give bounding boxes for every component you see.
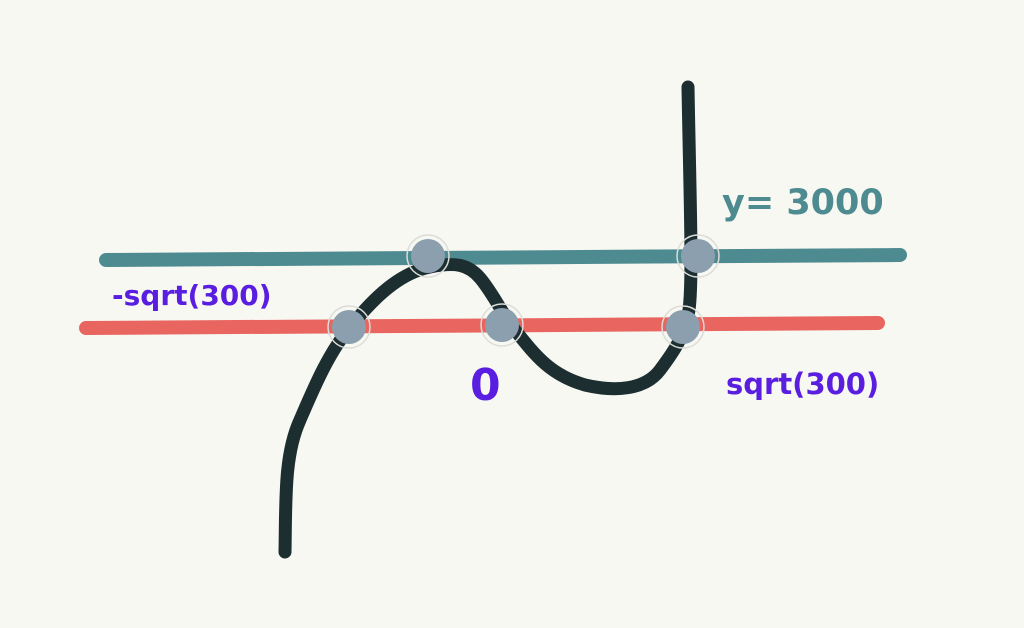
label-zero: 0: [470, 360, 501, 411]
point-right-root: [661, 305, 705, 349]
point-zero-root: [480, 303, 524, 347]
label-y-3000: y= 3000: [722, 183, 884, 223]
label-neg-sqrt300: -sqrt(300): [112, 279, 272, 312]
label-sqrt300: sqrt(300): [726, 367, 879, 401]
point-top-left: [406, 234, 450, 278]
point-left-root: [327, 305, 371, 349]
intersection-points: [327, 234, 720, 349]
teal-line-y-3000: [99, 248, 907, 267]
point-top-right: [676, 234, 720, 278]
red-line-x-axis: [79, 316, 885, 335]
